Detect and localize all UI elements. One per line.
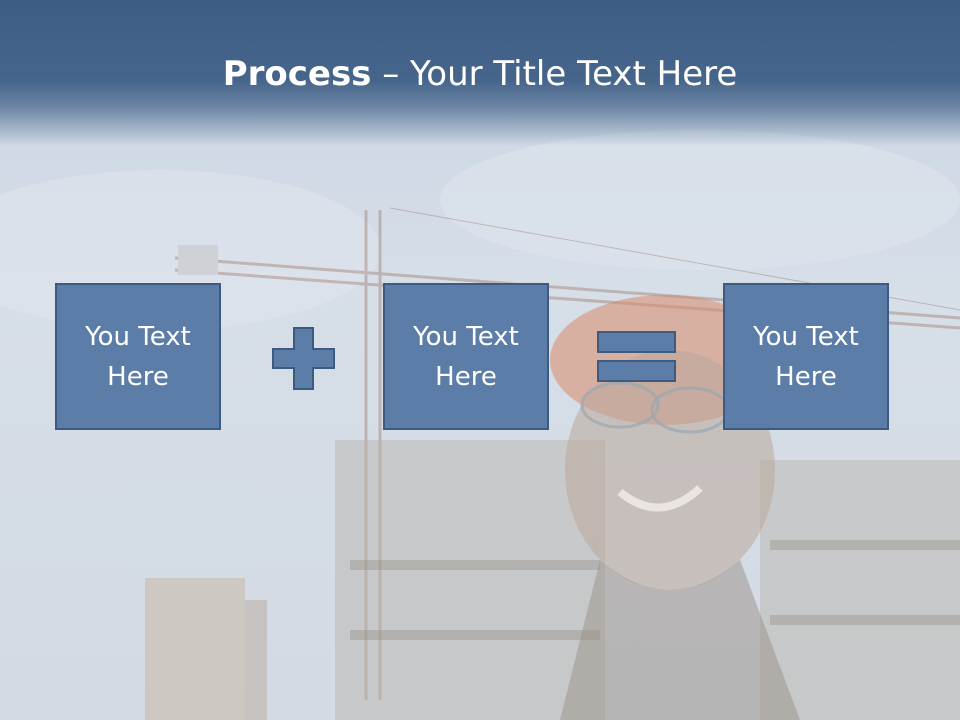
slide-title[interactable]: Process – Your Title Text Here <box>0 52 960 96</box>
equals-icon <box>597 331 676 382</box>
title-strong: Process <box>222 54 372 94</box>
building <box>335 440 960 720</box>
title-bar <box>0 0 960 146</box>
process-box-2-text: You Text Here <box>413 321 519 392</box>
process-box-3-text: You Text Here <box>753 321 859 392</box>
tower <box>145 578 245 720</box>
process-box-2[interactable]: You Text Here <box>383 283 549 430</box>
plus-icon <box>272 327 335 390</box>
title-rest: – Your Title Text Here <box>371 54 738 94</box>
process-box-1-text: You Text Here <box>85 321 191 392</box>
process-box-3[interactable]: You Text Here <box>723 283 889 430</box>
worker-face <box>565 350 775 590</box>
process-box-1[interactable]: You Text Here <box>55 283 221 430</box>
